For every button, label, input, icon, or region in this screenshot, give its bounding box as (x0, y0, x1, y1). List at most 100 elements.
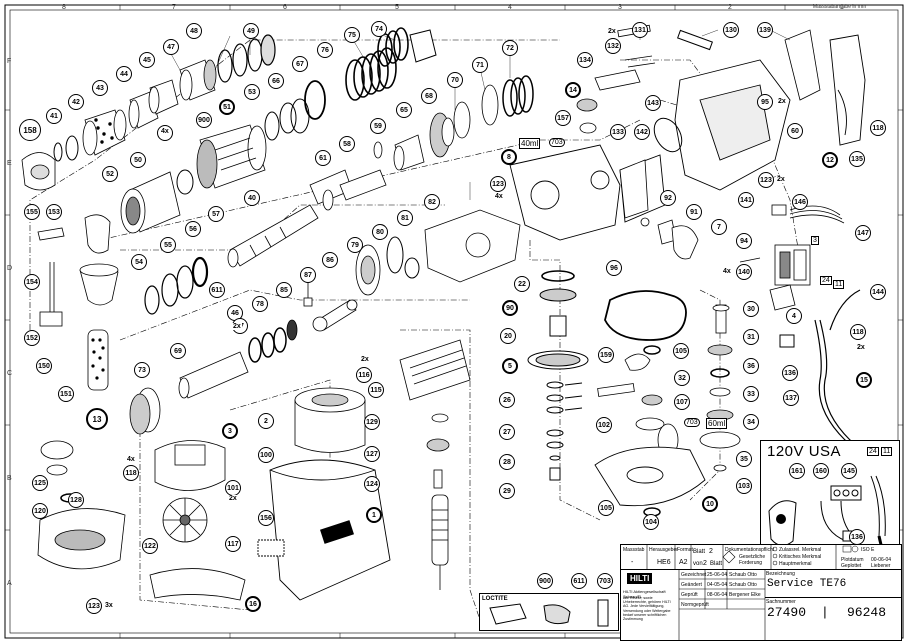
callout-158[interactable]: 158 (19, 119, 41, 141)
callout-157[interactable]: 157 (555, 110, 571, 126)
callout-122[interactable]: 122 (142, 538, 158, 554)
callout-127[interactable]: 127 (364, 446, 380, 462)
callout-94[interactable]: 94 (736, 233, 752, 249)
callout-60[interactable]: 60 (787, 123, 803, 139)
callout-34[interactable]: 34 (743, 414, 759, 430)
callout-139[interactable]: 139 (757, 22, 773, 38)
callout-136a[interactable]: 136 (782, 365, 798, 381)
callout-67[interactable]: 67 (292, 56, 308, 72)
callout-133[interactable]: 133 (610, 124, 626, 140)
callout-22[interactable]: 22 (514, 276, 530, 292)
callout-12[interactable]: 12 (822, 152, 838, 168)
callout-131[interactable]: 131 (632, 22, 648, 38)
callout-2[interactable]: 2 (258, 413, 274, 429)
callout-118c[interactable]: 118 (850, 324, 866, 340)
callout-147[interactable]: 147 (855, 225, 871, 241)
callout-137[interactable]: 137 (783, 390, 799, 406)
callout-48[interactable]: 48 (186, 23, 202, 39)
callout-118a[interactable]: 118 (123, 465, 139, 481)
callout-30[interactable]: 30 (743, 301, 759, 317)
callout-55[interactable]: 55 (160, 237, 176, 253)
callout-159[interactable]: 159 (598, 347, 614, 363)
callout-95b[interactable]: 95 (757, 94, 773, 110)
callout-102[interactable]: 102 (596, 417, 612, 433)
callout-4[interactable]: 4 (786, 308, 802, 324)
callout-117[interactable]: 117 (225, 536, 241, 552)
callout-59[interactable]: 59 (370, 118, 386, 134)
callout-70[interactable]: 70 (447, 72, 463, 88)
callout-29[interactable]: 29 (499, 483, 515, 499)
callout-96[interactable]: 96 (606, 260, 622, 276)
callout-66[interactable]: 66 (268, 73, 284, 89)
callout-118b[interactable]: 118 (870, 120, 886, 136)
callout-125[interactable]: 125 (32, 475, 48, 491)
callout-75[interactable]: 75 (344, 27, 360, 43)
callout-120[interactable]: 120 (32, 503, 48, 519)
callout-71[interactable]: 71 (472, 57, 488, 73)
callout-136b[interactable]: 136 (849, 529, 865, 545)
callout-61[interactable]: 61 (315, 150, 331, 166)
callout-160[interactable]: 160 (813, 463, 829, 479)
callout-13[interactable]: 13 (86, 408, 108, 430)
callout-51[interactable]: 51 (219, 99, 235, 115)
callout-123a[interactable]: 123 (86, 598, 102, 614)
callout-161[interactable]: 161 (789, 463, 805, 479)
callout-105a[interactable]: 105 (673, 343, 689, 359)
callout-65[interactable]: 65 (396, 102, 412, 118)
callout-42[interactable]: 42 (68, 94, 84, 110)
callout-91[interactable]: 91 (686, 204, 702, 220)
callout-129[interactable]: 129 (364, 414, 380, 430)
callout-33[interactable]: 33 (743, 386, 759, 402)
callout-20[interactable]: 20 (500, 328, 516, 344)
callout-142[interactable]: 142 (634, 124, 650, 140)
callout-36[interactable]: 36 (743, 358, 759, 374)
callout-140[interactable]: 140 (736, 264, 752, 280)
callout-31[interactable]: 31 (743, 329, 759, 345)
callout-90[interactable]: 90 (502, 300, 518, 316)
callout-130[interactable]: 130 (723, 22, 739, 38)
callout-50[interactable]: 50 (130, 152, 146, 168)
callout-73[interactable]: 73 (134, 362, 150, 378)
callout-27[interactable]: 27 (499, 424, 515, 440)
callout-146[interactable]: 146 (792, 194, 808, 210)
callout-58[interactable]: 58 (339, 136, 355, 152)
callout-28[interactable]: 28 (499, 454, 515, 470)
callout-49[interactable]: 49 (243, 23, 259, 39)
callout-101[interactable]: 101 (225, 480, 241, 496)
callout-10[interactable]: 10 (702, 496, 718, 512)
callout-5[interactable]: 5 (502, 358, 518, 374)
callout-32[interactable]: 32 (674, 370, 690, 386)
callout-92[interactable]: 92 (660, 190, 676, 206)
callout-107[interactable]: 107 (674, 394, 690, 410)
callout-128[interactable]: 128 (68, 492, 84, 508)
callout-78[interactable]: 78 (252, 296, 268, 312)
callout-8[interactable]: 8 (501, 149, 517, 165)
callout-116[interactable]: 116 (356, 367, 372, 383)
callout-16[interactable]: 16 (245, 596, 261, 612)
callout-74[interactable]: 74 (371, 21, 387, 37)
callout-69[interactable]: 69 (170, 343, 186, 359)
callout-135[interactable]: 135 (849, 151, 865, 167)
callout-76[interactable]: 76 (317, 42, 333, 58)
callout-80[interactable]: 80 (372, 224, 388, 240)
callout-153[interactable]: 153 (46, 204, 62, 220)
callout-7[interactable]: 7 (711, 219, 727, 235)
callout-47[interactable]: 47 (163, 39, 179, 55)
callout-82[interactable]: 82 (424, 194, 440, 210)
callout-14[interactable]: 14 (565, 82, 581, 98)
callout-154[interactable]: 154 (24, 274, 40, 290)
callout-40[interactable]: 40 (244, 190, 260, 206)
callout-134[interactable]: 134 (577, 52, 593, 68)
callout-143[interactable]: 143 (645, 95, 661, 111)
callout-53[interactable]: 53 (244, 84, 260, 100)
callout-79[interactable]: 79 (347, 237, 363, 253)
callout-41[interactable]: 41 (46, 108, 62, 124)
callout-72[interactable]: 72 (502, 40, 518, 56)
callout-85[interactable]: 85 (276, 282, 292, 298)
callout-104[interactable]: 104 (643, 514, 659, 530)
callout-57[interactable]: 57 (208, 206, 224, 222)
callout-3[interactable]: 3 (222, 423, 238, 439)
callout-86[interactable]: 86 (322, 252, 338, 268)
callout-68[interactable]: 68 (421, 88, 437, 104)
callout-155[interactable]: 155 (24, 204, 40, 220)
